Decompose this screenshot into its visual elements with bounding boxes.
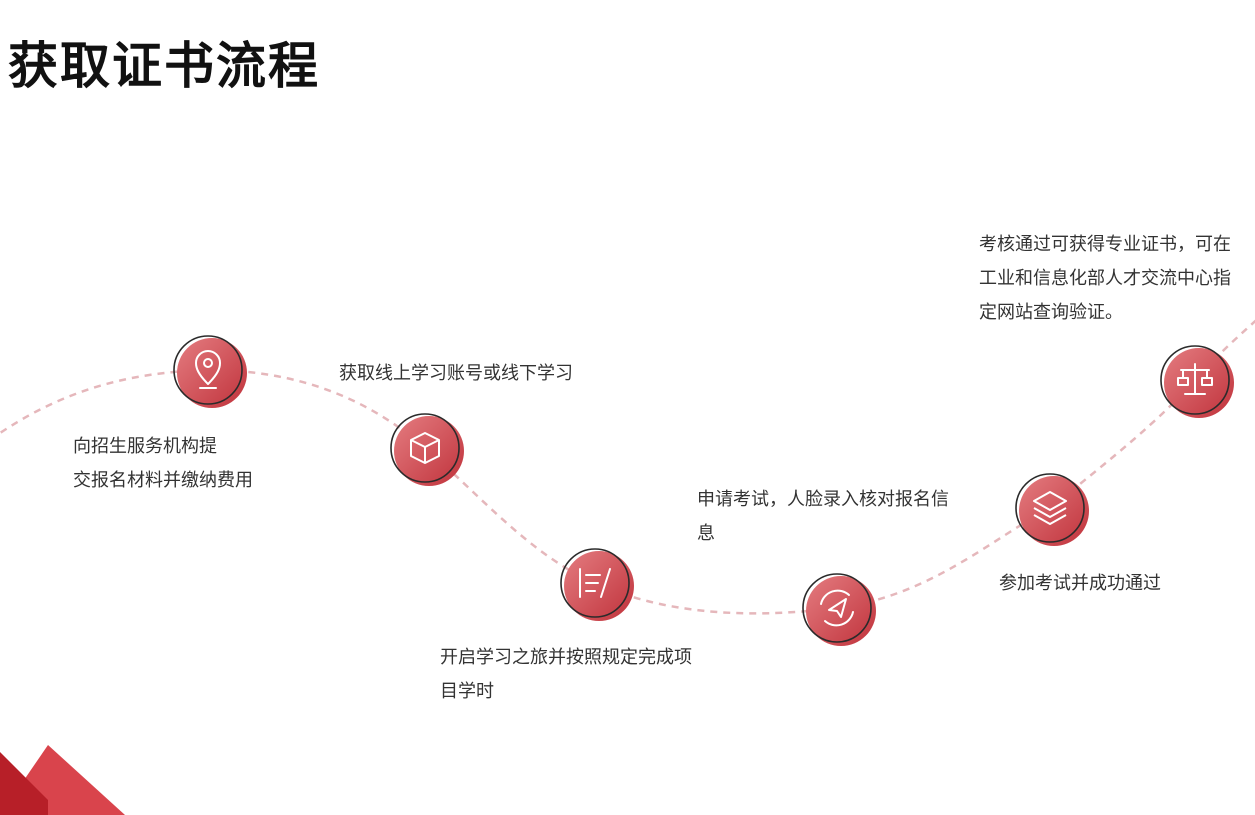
- step-3-label: 开启学习之旅并按照规定完成项 目学时: [440, 647, 692, 702]
- cube-icon: [410, 432, 440, 464]
- step-6-node: [1160, 345, 1234, 418]
- location-pin-icon: [195, 350, 221, 389]
- step-4-node: [802, 573, 876, 646]
- step-1-node: [173, 335, 247, 408]
- balance-scale-icon: [1177, 363, 1213, 395]
- layers-icon: [1033, 491, 1067, 525]
- notes-edit-icon: [579, 568, 611, 598]
- step-4-label: 申请考试，人脸录入核对报名信 息: [697, 489, 949, 544]
- corner-decoration: [0, 745, 125, 815]
- step-1-label: 向招生服务机构提 交报名材料并缴纳费用: [73, 436, 253, 491]
- paper-plane-icon: [820, 589, 854, 627]
- step-5-label: 参加考试并成功通过: [999, 573, 1161, 594]
- step-2-node: [390, 413, 464, 486]
- step-5-node: [1015, 473, 1089, 546]
- step-3-node: [560, 548, 634, 621]
- page-title: 获取证书流程: [8, 37, 320, 95]
- step-2-label: 获取线上学习账号或线下学习: [339, 363, 573, 384]
- step-6-label: 考核通过可获得专业证书，可在 工业和信息化部人才交流中心指 定网站查询验证。: [979, 234, 1231, 323]
